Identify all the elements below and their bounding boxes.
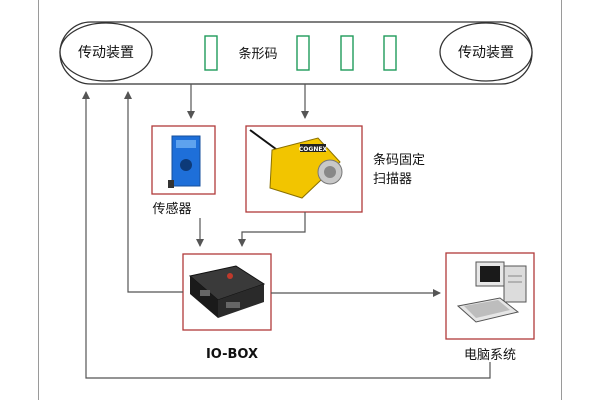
barcode-item-4 bbox=[383, 35, 397, 71]
photoelectric-sensor-icon bbox=[168, 135, 201, 188]
barcode-scanner-icon: COGNEX bbox=[249, 129, 343, 199]
computer-to-drive-feedback-arrow bbox=[82, 91, 491, 379]
computer-label: 电脑系统 bbox=[464, 348, 516, 363]
sensor-label: 传感器 bbox=[152, 201, 191, 217]
barcode-item-3 bbox=[340, 35, 354, 71]
desktop-computer-icon bbox=[456, 261, 527, 323]
left-border-line bbox=[38, 0, 39, 400]
left-drive-roller bbox=[59, 22, 153, 82]
scanner-label-line1: 条码固定 bbox=[373, 152, 425, 168]
barcode-label: 条形码 bbox=[238, 46, 277, 62]
iobox-label: IO-BOX bbox=[206, 347, 258, 362]
scanner-node: COGNEX bbox=[245, 125, 363, 213]
left-drive-label: 传动装置 bbox=[78, 45, 134, 61]
scanner-to-iobox-arrow bbox=[238, 212, 306, 247]
right-border-line bbox=[561, 0, 562, 400]
scanner-brand-text: COGNEX bbox=[299, 146, 328, 153]
barcode-item-1 bbox=[204, 35, 218, 71]
io-box-device-icon bbox=[188, 265, 266, 318]
right-drive-roller bbox=[439, 22, 533, 82]
right-drive-label: 传动装置 bbox=[458, 45, 514, 61]
computer-node bbox=[445, 252, 535, 340]
barcode-item-2 bbox=[296, 35, 310, 71]
sensor-node bbox=[151, 125, 216, 195]
scanner-label-line2: 扫描器 bbox=[373, 172, 412, 187]
iobox-node bbox=[182, 253, 272, 331]
iobox-to-drive-feedback-arrow bbox=[124, 91, 183, 293]
barcode-items bbox=[204, 35, 397, 71]
